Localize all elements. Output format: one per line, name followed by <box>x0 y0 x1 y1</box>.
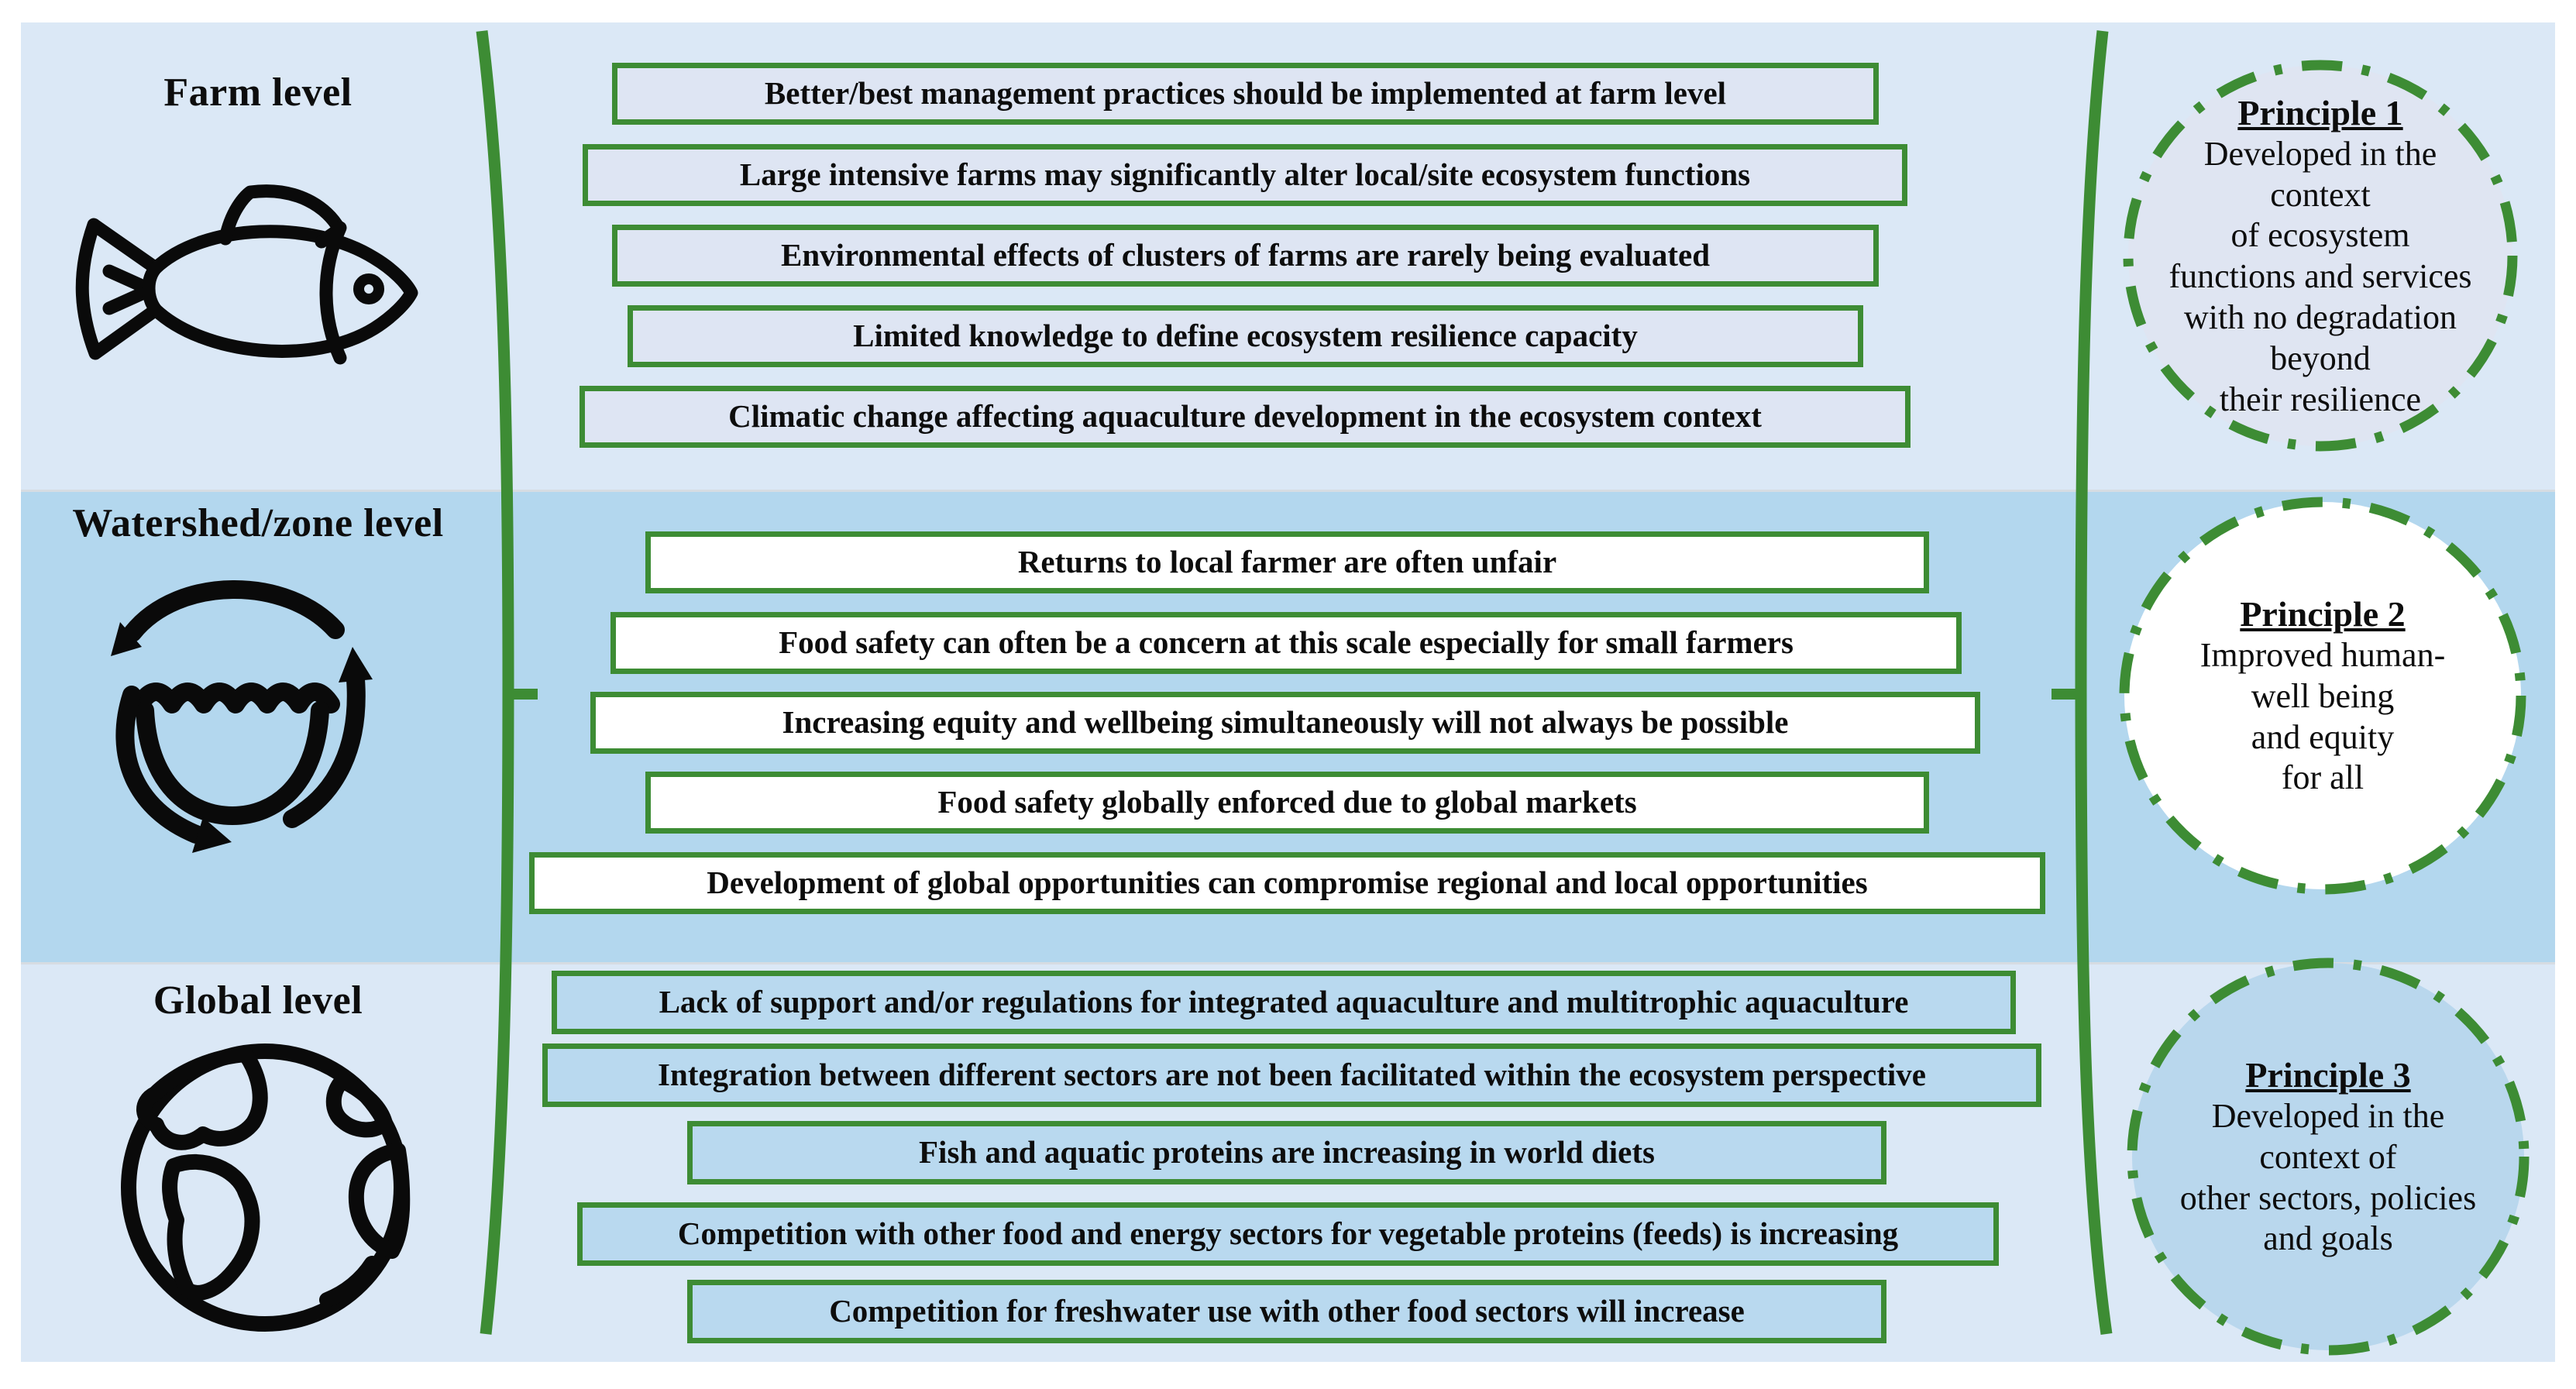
fish-icon <box>64 177 421 405</box>
farm-box-4: Limited knowledge to define ecosystem re… <box>628 305 1863 367</box>
globe-icon <box>110 1033 420 1346</box>
global-level-title: Global level <box>153 978 363 1023</box>
global-box-2: Integration between different sectors ar… <box>542 1043 2041 1107</box>
farm-box-3: Environmental effects of clusters of far… <box>612 225 1879 287</box>
principle-3-text: Principle 3 Developed in the context of … <box>2127 963 2530 1350</box>
principle-1-text: Principle 1 Developed in the context of … <box>2119 64 2522 448</box>
water-cycle-icon <box>89 562 376 883</box>
global-box-3: Fish and aquatic proteins are increasing… <box>687 1121 1886 1184</box>
principle-1-body: Developed in the context of ecosystem fu… <box>2168 134 2472 418</box>
principle-1-title: Principle 1 <box>2237 92 2403 132</box>
watershed-box-4: Food safety globally enforced due to glo… <box>645 772 1929 834</box>
principle-3-body: Developed in the context of other sector… <box>2179 1097 2477 1258</box>
watershed-box-3: Increasing equity and wellbeing simultan… <box>590 692 1980 754</box>
watershed-box-2: Food safety can often be a concern at th… <box>610 612 1962 674</box>
principle-2-text: Principle 2 Improved human- well being a… <box>2121 502 2524 889</box>
global-box-5: Competition for freshwater use with othe… <box>687 1280 1886 1343</box>
farm-box-2: Large intensive farms may significantly … <box>583 144 1907 206</box>
farm-box-5: Climatic change affecting aquaculture de… <box>580 386 1911 448</box>
principle-2-title: Principle 2 <box>2240 593 2406 634</box>
watershed-box-5: Development of global opportunities can … <box>529 852 2045 914</box>
farm-level-title: Farm level <box>163 70 353 115</box>
principle-2-body: Improved human- well being and equity fo… <box>2199 636 2446 797</box>
watershed-box-1: Returns to local farmer are often unfair <box>645 531 1929 593</box>
global-box-1: Lack of support and/or regulations for i… <box>552 971 2016 1034</box>
farm-box-1: Better/best management practices should … <box>612 63 1879 125</box>
watershed-level-title: Watershed/zone level <box>72 501 444 545</box>
principle-3-title: Principle 3 <box>2245 1054 2411 1095</box>
global-box-4: Competition with other food and energy s… <box>577 1202 1999 1266</box>
